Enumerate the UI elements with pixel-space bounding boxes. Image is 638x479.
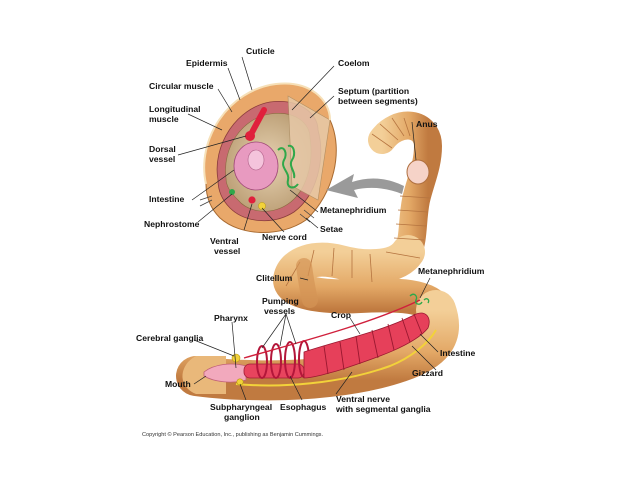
label-ventral-vessel-1: Ventral [210,236,239,246]
intestine-rings [323,313,423,375]
worm-body [176,111,459,401]
label-ventral-nerve-1: Ventral nerve [336,394,390,404]
pharynx-shape [203,363,247,383]
label-intestine-body: Intestine [440,348,476,358]
label-pharynx: Pharynx [214,313,248,323]
anus-opening [406,159,430,185]
crop-gizzard-intestine [303,312,430,379]
label-ventral-vessel-2: vessel [214,246,240,256]
label-longitudinal-muscle-2: muscle [149,114,179,124]
label-gizzard: Gizzard [412,368,443,378]
labels: Cuticle Epidermis Circular muscle Longit… [136,46,485,438]
label-nephrostome: Nephrostome [144,219,200,229]
dorsal-vessel-tube [247,107,267,139]
metanephridium-body-shape [409,293,430,305]
label-nerve-cord: Nerve cord [262,232,307,242]
label-ventral-nerve-2: with segmental ganglia [335,404,431,414]
label-cuticle: Cuticle [246,46,275,56]
cuticle-layer [203,82,331,185]
setae-bristles [199,195,315,223]
label-cerebral-ganglia: Cerebral ganglia [136,333,204,343]
cross-section [199,82,337,233]
label-metanephridium-cross: Metanephridium [320,205,387,215]
worm-coil-segment [272,235,453,327]
label-clitellum: Clitellum [256,273,293,283]
label-coelom: Coelom [338,58,370,68]
leader-lines [177,56,439,401]
subpharyngeal-ganglion-shape [236,378,244,386]
label-crop: Crop [331,310,351,320]
label-anus: Anus [416,119,438,129]
label-epidermis: Epidermis [186,58,228,68]
clitellum-band [296,258,318,308]
label-subpharyngeal-1: Subpharyngeal [210,402,272,412]
metanephridium-cross-shape [277,144,299,189]
typhlosole [247,149,265,171]
nerve-cord-cross [258,202,266,210]
ventral-nerve-line [235,329,437,387]
label-dorsal-vessel-1: Dorsal [149,144,176,154]
label-dorsal-vessel-2: vessel [149,154,175,164]
label-intestine-cross: Intestine [149,194,185,204]
label-septum-2: between segments) [338,96,418,106]
ventral-vessel-cross [248,196,256,204]
label-circular-muscle: Circular muscle [149,81,214,91]
dorsal-vessel-line [243,299,421,359]
cerebral-ganglia-shape [231,353,241,363]
digestive-tract [203,293,437,387]
label-setae: Setae [320,224,343,234]
label-mouth: Mouth [165,379,191,389]
septum-plane [287,95,331,201]
worm-segment-rings [285,117,431,287]
label-septum-1: Septum (partition [338,86,409,96]
label-subpharyngeal-2: ganglion [224,412,260,422]
copyright-notice: Copyright © Pearson Education, Inc., pub… [142,431,323,438]
label-longitudinal-muscle-1: Longitudinal [149,104,201,114]
label-pumping-vessels-2: vessels [264,306,295,316]
label-pumping-vessels-1: Pumping [262,296,299,306]
label-esophagus: Esophagus [280,402,327,412]
cross-section-arrow [326,174,404,198]
label-metanephridium-body: Metanephridium [418,266,485,276]
nephrostome-cross [229,189,235,195]
